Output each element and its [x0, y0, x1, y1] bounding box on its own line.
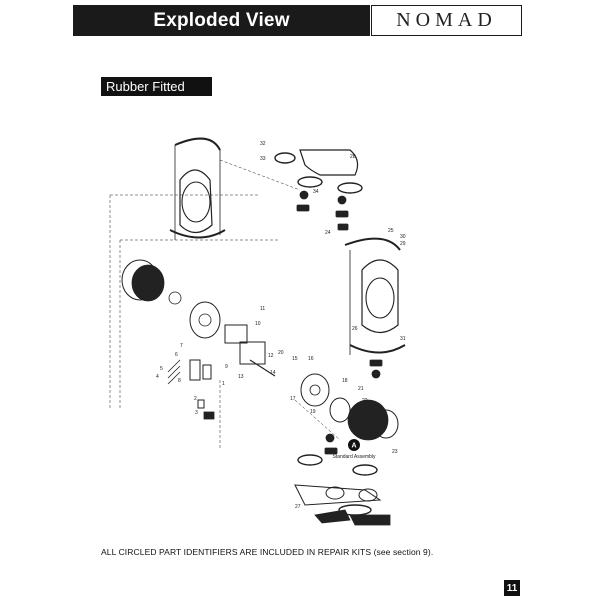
part-number: 24 [325, 230, 331, 236]
callout-letter: A [351, 443, 356, 450]
part-number: 17 [290, 396, 296, 402]
part-number: 25 [388, 228, 394, 234]
left-chamber-group [169, 137, 226, 240]
part-number: 3 [195, 410, 198, 416]
part-number: 33 [260, 156, 266, 162]
right-chamber-group [344, 237, 406, 379]
repair-kit-note: ALL CIRCLED PART IDENTIFIERS ARE INCLUDE… [101, 547, 434, 557]
brand-logo: NOMAD [371, 5, 522, 36]
part-number: 7 [180, 343, 183, 349]
part-number: 34 [313, 189, 319, 195]
guide-lines [109, 159, 341, 450]
part-number: 16 [308, 356, 314, 362]
part-number: 29 [400, 241, 406, 247]
top-manifold-group [274, 149, 363, 231]
part-number: 10 [255, 321, 261, 327]
bottom-manifold-group [294, 454, 391, 526]
logo-text: NOMAD [396, 9, 497, 31]
part-number: 8 [178, 378, 181, 384]
part-number: 5 [160, 366, 163, 372]
part-number: 27 [295, 504, 301, 510]
part-number: 14 [270, 370, 276, 376]
part-number: 12 [268, 353, 274, 359]
part-number: 30 [400, 234, 406, 240]
header-title-bar: Exploded View [73, 5, 370, 36]
part-number-labels: 32 33 28 34 25 24 29 30 26 31 11 10 7 6 … [156, 141, 406, 510]
part-number: 9 [225, 364, 228, 370]
part-number: 15 [292, 356, 298, 362]
part-number: 4 [156, 374, 159, 380]
part-number: 2 [194, 396, 197, 402]
part-number: 1 [222, 381, 225, 387]
part-number: 21 [358, 386, 364, 392]
part-number: 23 [392, 449, 398, 455]
part-number: 22 [362, 398, 368, 404]
part-number: 6 [175, 352, 178, 358]
part-number: 31 [400, 336, 406, 342]
callout-caption: Standard Assembly [332, 454, 376, 460]
right-diaphragm-group [300, 373, 399, 455]
part-number: 18 [342, 378, 348, 384]
part-number: 19 [310, 409, 316, 415]
part-number: 28 [350, 154, 356, 160]
section-label: Rubber Fitted [101, 77, 212, 96]
center-section-group [121, 259, 276, 420]
part-number: 11 [260, 306, 265, 312]
part-number: 32 [260, 141, 266, 147]
page-number: 11 [504, 580, 520, 596]
part-number: 20 [278, 350, 284, 356]
part-number: 13 [238, 374, 244, 380]
part-number: 26 [352, 326, 358, 332]
page-title: Exploded View [153, 9, 290, 31]
exploded-view-diagram: A Standard Assembly 32 33 28 34 25 24 29… [109, 137, 406, 526]
callout-a: A Standard Assembly [332, 439, 376, 460]
